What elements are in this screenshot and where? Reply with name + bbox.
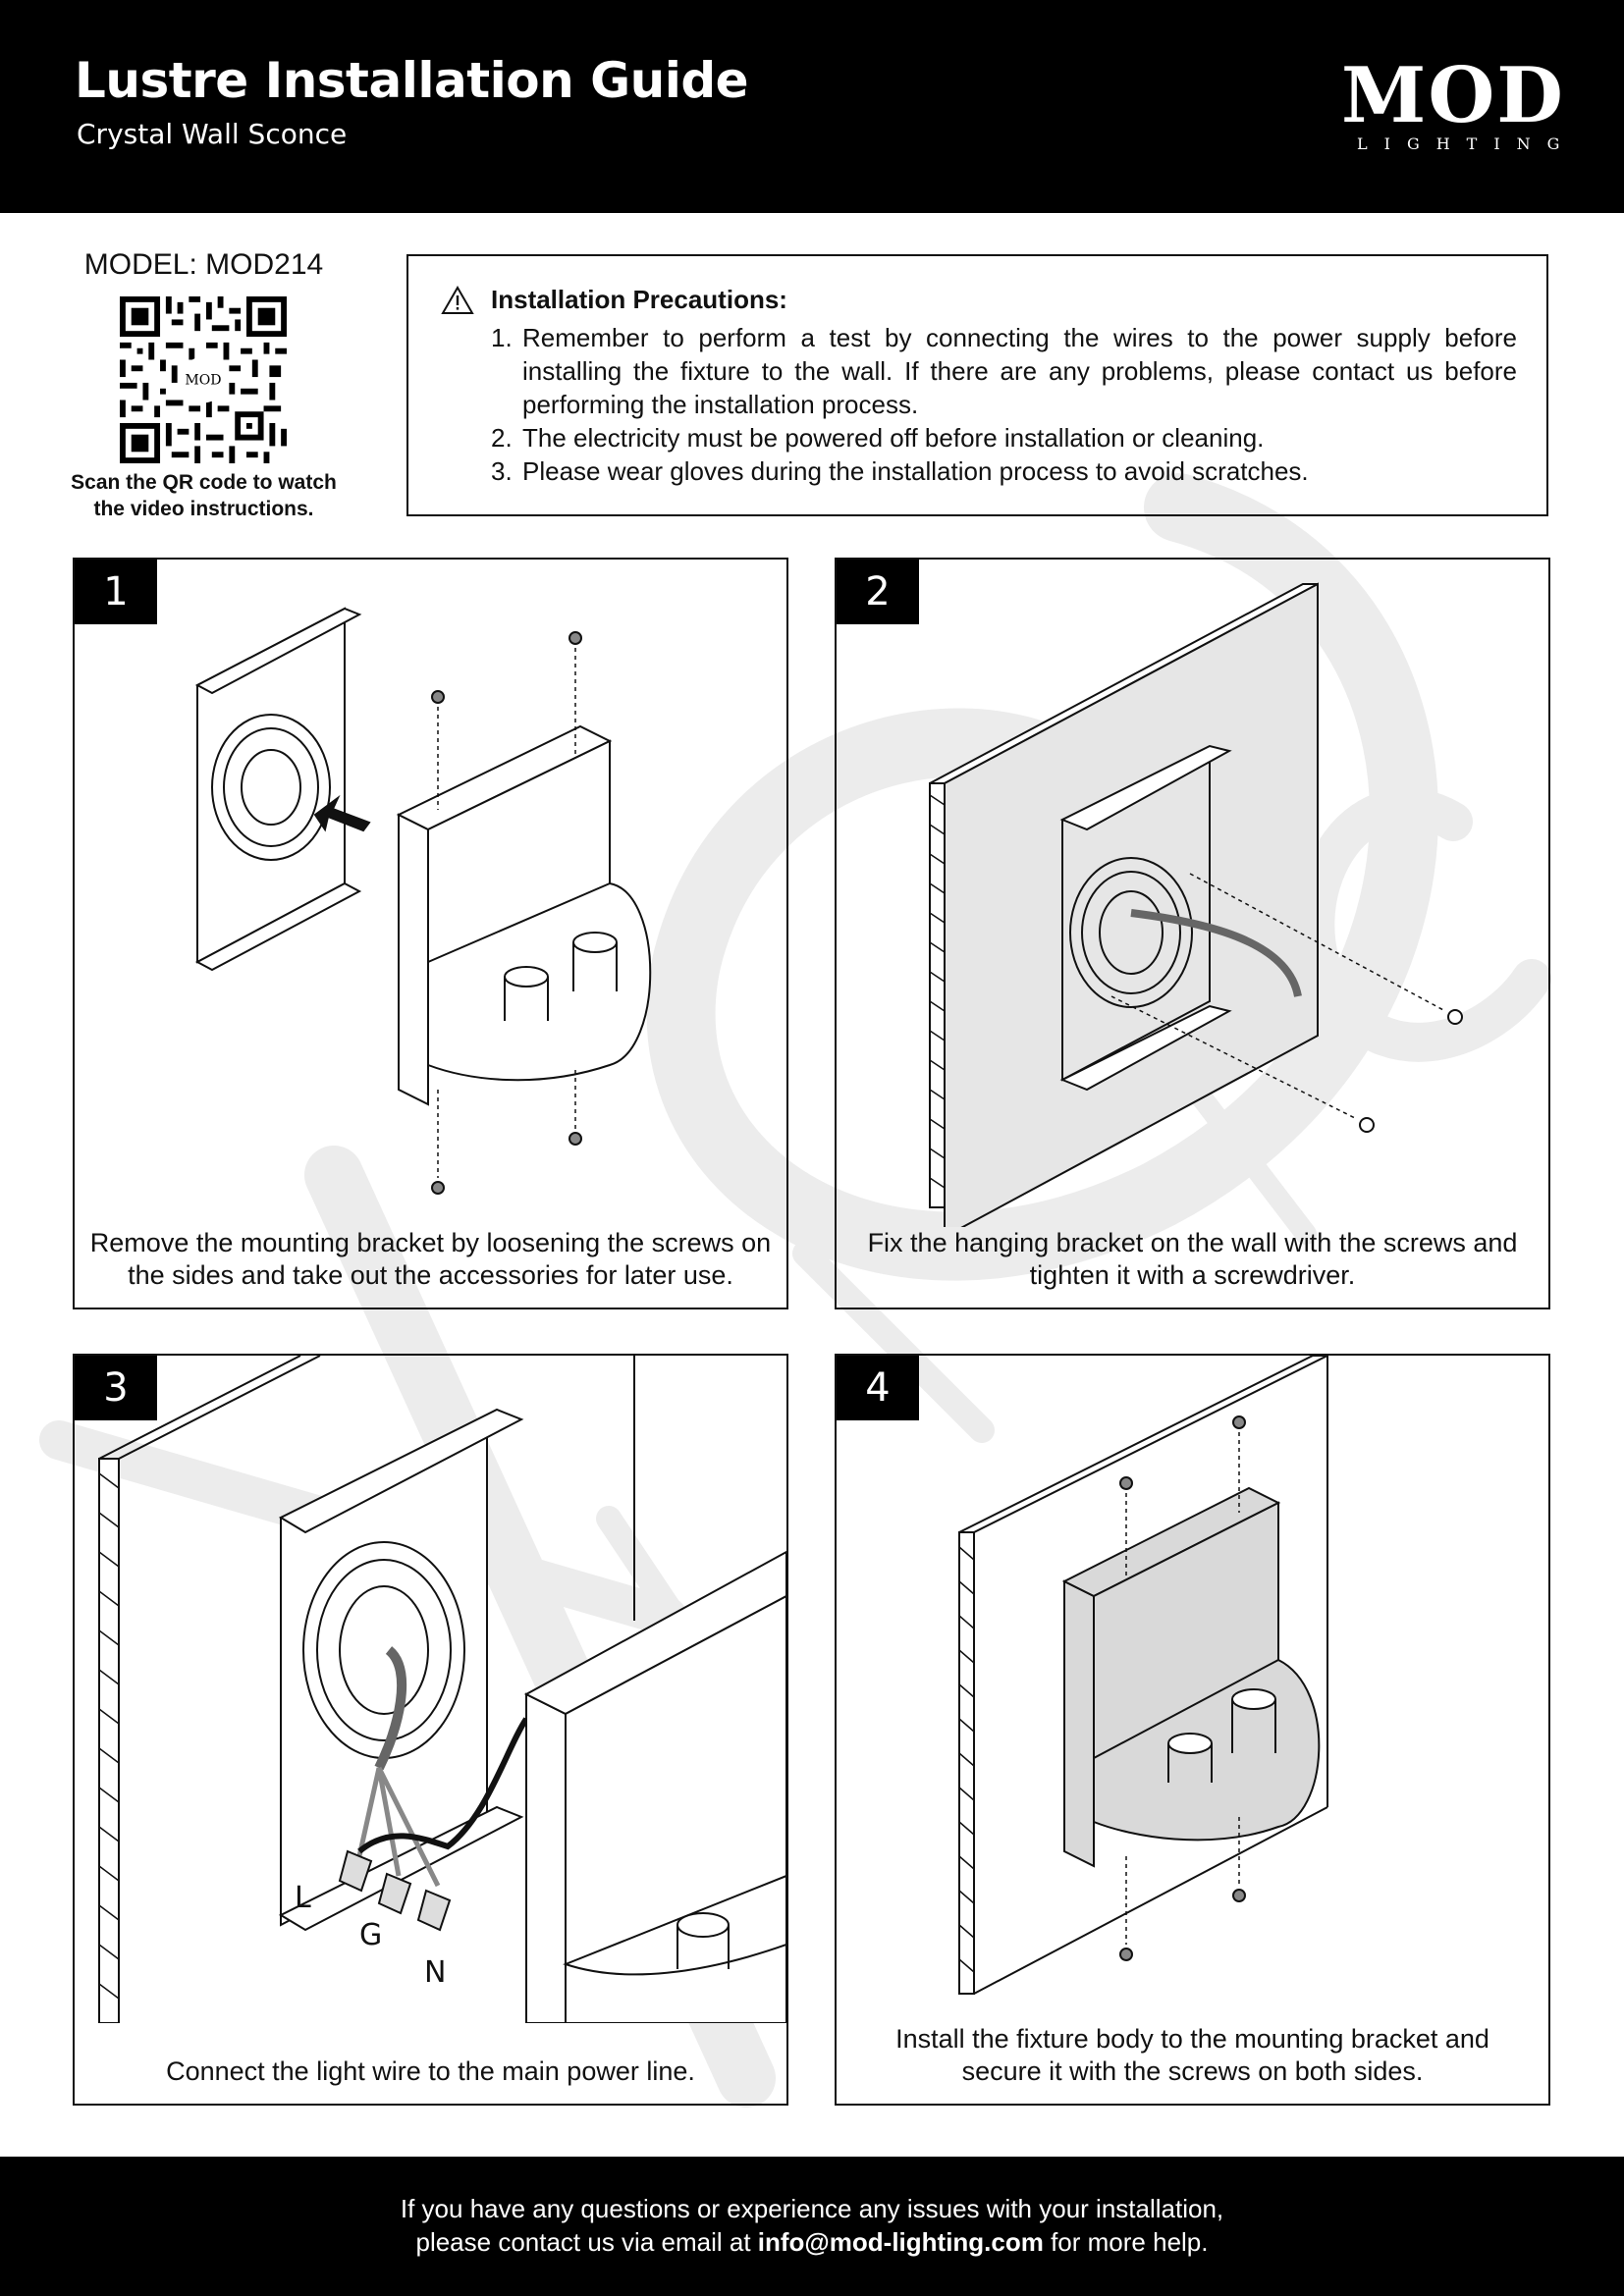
step-panel-1: 1 Remove the mounting bracket by looseni… <box>73 558 788 1309</box>
qr-caption: Scan the QR code to watch the video inst… <box>59 469 349 522</box>
step-2-illustration <box>929 582 1463 1227</box>
step-caption: Remove the mounting bracket by loosening… <box>84 1227 777 1292</box>
footer-text: If you have any questions or experience … <box>0 2192 1624 2259</box>
warning-triangle-icon <box>441 286 474 314</box>
fixture-body-icon <box>396 724 652 1106</box>
power-cable-icon <box>374 1646 406 1771</box>
step-caption: Fix the hanging bracket on the wall with… <box>846 1227 1539 1292</box>
wall-icon <box>98 1356 635 2023</box>
screw-icon <box>1119 1415 1246 1961</box>
fixture-body-icon <box>523 1550 786 2023</box>
arrow-icon <box>313 794 371 832</box>
precaution-item: 1. Remember to perform a test by connecti… <box>491 321 1517 421</box>
model-number: MODEL: MOD214 <box>83 248 324 281</box>
mounting-bracket-icon <box>1059 744 1232 1092</box>
step-caption-line2: the sides and take out the accessories f… <box>128 1260 733 1290</box>
step-caption-line2: secure it with the screws on both sides. <box>961 2056 1424 2086</box>
step-caption-line1: Remove the mounting bracket by loosening… <box>89 1228 772 1257</box>
step-caption-line1: Fix the hanging bracket on the wall with… <box>867 1228 1518 1257</box>
step-caption-line2: tighten it with a screwdriver. <box>1029 1260 1356 1290</box>
step-panel-4: 4 Install the fixture body to the mounti… <box>835 1354 1550 2106</box>
support-email-link[interactable]: info@mod-lighting.com <box>757 2227 1044 2257</box>
step-4-illustration <box>958 1356 1328 1995</box>
screw-icon <box>1359 1009 1463 1133</box>
logo-tagline: LIGHTING <box>1357 134 1577 153</box>
qr-caption-line2: the video instructions. <box>93 498 314 520</box>
page-header: Lustre Installation Guide Crystal Wall S… <box>0 0 1624 213</box>
step-panel-3: L G N 3 Connect the light wire to the ma… <box>73 1354 788 2106</box>
precaution-number: 1. <box>491 323 513 352</box>
logo-wordmark: MOD <box>1341 51 1565 140</box>
step-number-badge: 4 <box>837 1356 919 1420</box>
step-number-badge: 1 <box>75 560 157 624</box>
footer-line1: If you have any questions or experience … <box>400 2194 1224 2223</box>
power-cable-icon <box>1130 909 1302 997</box>
wire-connector-icon <box>338 1849 452 1932</box>
precaution-item: 2. The electricity must be powered off be… <box>491 421 1517 454</box>
precaution-text: The electricity must be powered off befo… <box>522 423 1265 453</box>
precautions-heading: Installation Precautions: <box>491 285 787 314</box>
qr-caption-line1: Scan the QR code to watch <box>71 471 337 494</box>
step-number-badge: 3 <box>75 1356 157 1420</box>
step-caption: Connect the light wire to the main power… <box>84 2056 777 2088</box>
step-caption-line1: Install the fixture body to the mounting… <box>895 2024 1489 2054</box>
precaution-number: 2. <box>491 423 513 453</box>
precaution-item: 3. Please wear gloves during the installa… <box>491 454 1517 488</box>
screw-icon <box>431 631 582 1195</box>
footer-line2-prefix: please contact us via email at <box>415 2227 758 2257</box>
step-caption-line1: Connect the light wire to the main power… <box>166 2056 695 2086</box>
step-number-badge: 2 <box>837 560 919 624</box>
precautions-list: 1. Remember to perform a test by connecti… <box>491 321 1517 488</box>
footer-line2-suffix: for more help. <box>1043 2227 1209 2257</box>
precaution-text: Remember to perform a test by connecting… <box>522 323 1517 419</box>
step-3-illustration <box>98 1356 786 2023</box>
page-subtitle: Crystal Wall Sconce <box>77 118 348 150</box>
wire-label-ground: G <box>359 1918 383 1952</box>
mounting-bracket-icon <box>194 607 362 972</box>
wire-label-live: L <box>295 1881 311 1915</box>
footer-line2: please contact us via email at info@mod-… <box>0 2225 1624 2259</box>
wall-icon <box>958 1356 1328 1995</box>
precautions-box: Installation Precautions: 1. Remember to … <box>406 254 1548 516</box>
step-1-illustration <box>194 607 652 1195</box>
qr-center-logo: MOD <box>185 373 221 389</box>
step-panel-2: 2 Fix the hanging bracket on the wall wi… <box>835 558 1550 1309</box>
fixture-body-icon <box>1061 1486 1321 1868</box>
wire-label-neutral: N <box>424 1955 447 1990</box>
qr-code[interactable]: MOD <box>120 296 287 463</box>
brand-logo: MOD LIGHTING <box>1341 51 1577 157</box>
precaution-text: Please wear gloves during the installati… <box>522 456 1309 486</box>
precaution-number: 3. <box>491 456 513 486</box>
step-caption: Install the fixture body to the mounting… <box>846 2023 1539 2088</box>
page-title: Lustre Installation Guide <box>75 52 749 109</box>
page-footer: If you have any questions or experience … <box>0 2157 1624 2296</box>
